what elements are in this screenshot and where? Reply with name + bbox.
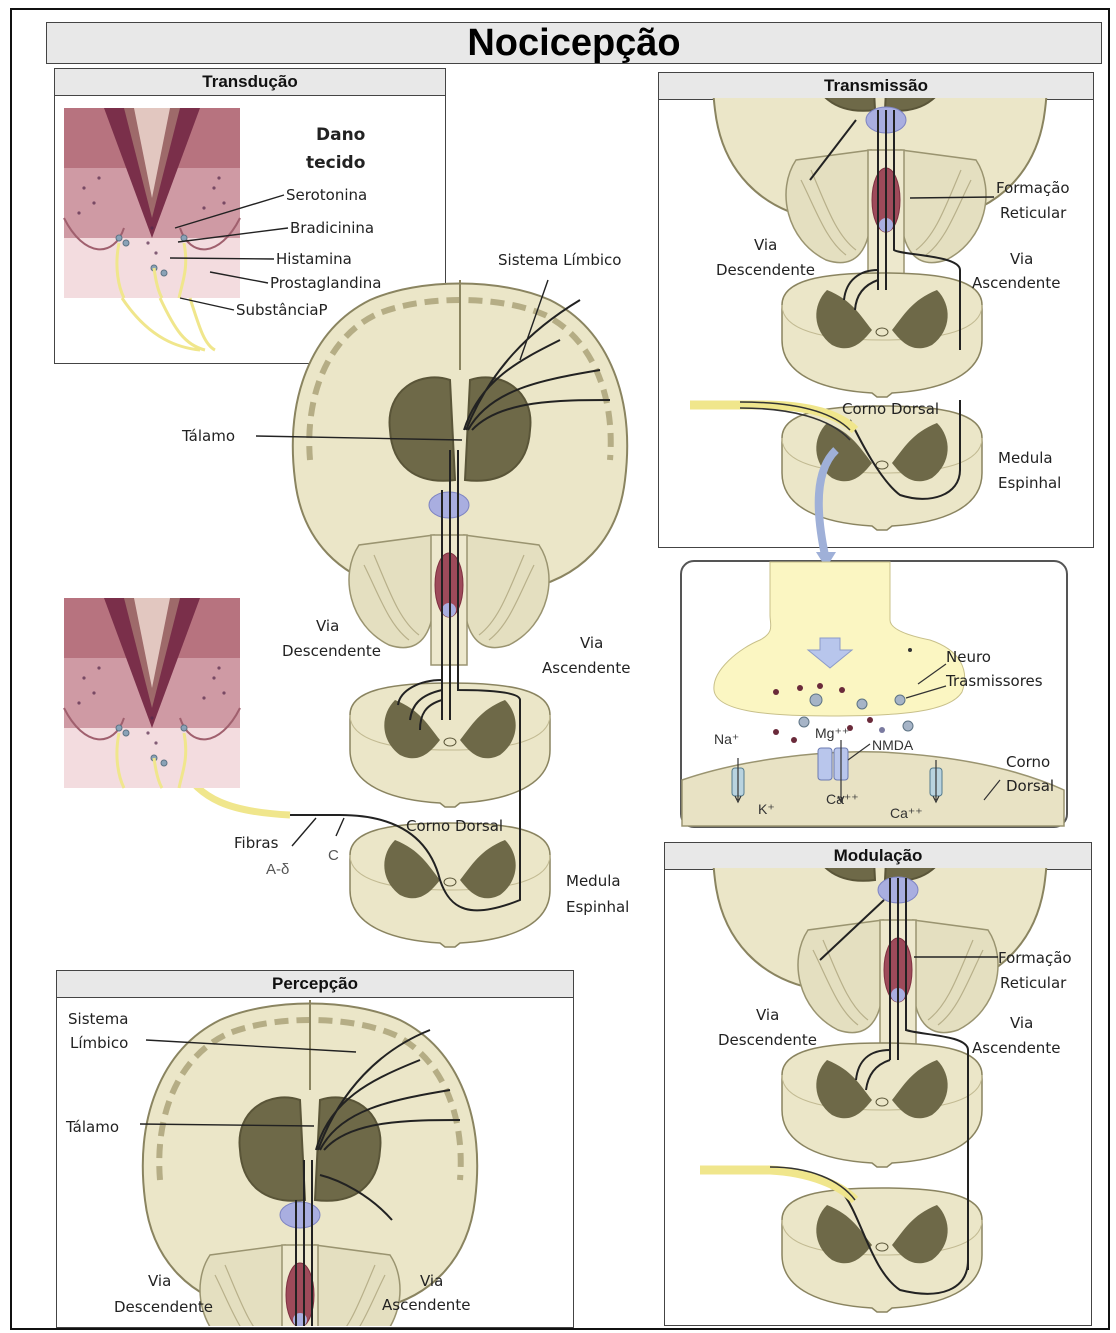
mod-label-via-asc-2: Ascendente [972,1039,1060,1057]
label-substancia-p: SubstânciaP [236,301,328,319]
label-serotonina: Serotonina [286,186,367,204]
syn-label-trasmissores: Trasmissores [945,672,1043,690]
syn-label-neuro: Neuro [946,648,991,666]
label-medula-2: Espinhal [566,898,629,916]
transmissao-leader-lines [910,197,994,198]
label-via-desc-2: Descendente [282,642,381,660]
label-via-asc-1: Via [580,634,603,652]
mod-label-formacao-2: Reticular [1000,974,1067,992]
tr-label-formacao-2: Reticular [1000,204,1067,222]
mod-label-formacao-1: Formação [998,949,1072,967]
skin-illustration-center [64,598,240,788]
label-via-asc-2: Ascendente [542,659,630,677]
tr-label-via-asc-2: Ascendente [972,274,1060,292]
mod-label-via-asc-1: Via [1010,1014,1033,1032]
label-corno-dorsal: Corno Dorsal [406,817,503,835]
per-label-via-asc-1: Via [420,1272,443,1290]
label-sistema-limbico: Sistema Límbico [498,251,621,269]
per-label-sistema: Sistema [68,1010,128,1028]
per-label-via-asc-2: Ascendente [382,1296,470,1314]
per-label-via-desc-1: Via [148,1272,171,1290]
label-c: C [328,847,339,864]
mod-label-via-desc-1: Via [756,1006,779,1024]
label-dano: Dano [316,125,365,145]
syn-label-ca-1: Ca⁺⁺ [826,791,859,807]
syn-label-dorsal: Dorsal [1006,777,1054,795]
syn-label-corno: Corno [1006,753,1050,771]
label-via-desc-1: Via [316,617,339,635]
syn-label-mg: Mg⁺⁺ [815,725,849,741]
tr-label-via-desc-2: Descendente [716,261,815,279]
label-bradicinina: Bradicinina [290,219,374,237]
skin-illustration-transducao [64,108,240,350]
tr-label-corno-dorsal: Corno Dorsal [842,400,939,418]
per-label-via-desc-2: Descendente [114,1298,213,1316]
label-fibras: Fibras [234,834,279,852]
tr-label-medula-1: Medula [998,449,1053,467]
per-label-talamo: Tálamo [65,1118,119,1136]
label-histamina: Histamina [276,250,352,268]
mod-label-via-desc-2: Descendente [718,1031,817,1049]
label-talamo: Tálamo [181,427,235,445]
label-medula-1: Medula [566,872,621,890]
label-prostaglandina: Prostaglandina [270,274,381,292]
per-label-limbico: Límbico [70,1034,128,1052]
syn-label-ca-2: Ca⁺⁺ [890,805,923,821]
label-a-delta: A-δ [266,861,289,878]
syn-label-k: K⁺ [758,801,775,817]
syn-label-nmda: NMDA [872,737,914,753]
tr-label-medula-2: Espinhal [998,474,1061,492]
tr-label-via-desc-1: Via [754,236,777,254]
syn-label-na: Na⁺ [714,731,739,747]
tr-label-formacao-1: Formação [996,179,1070,197]
label-tecido: tecido [306,153,365,173]
tr-label-via-asc-1: Via [1010,250,1033,268]
